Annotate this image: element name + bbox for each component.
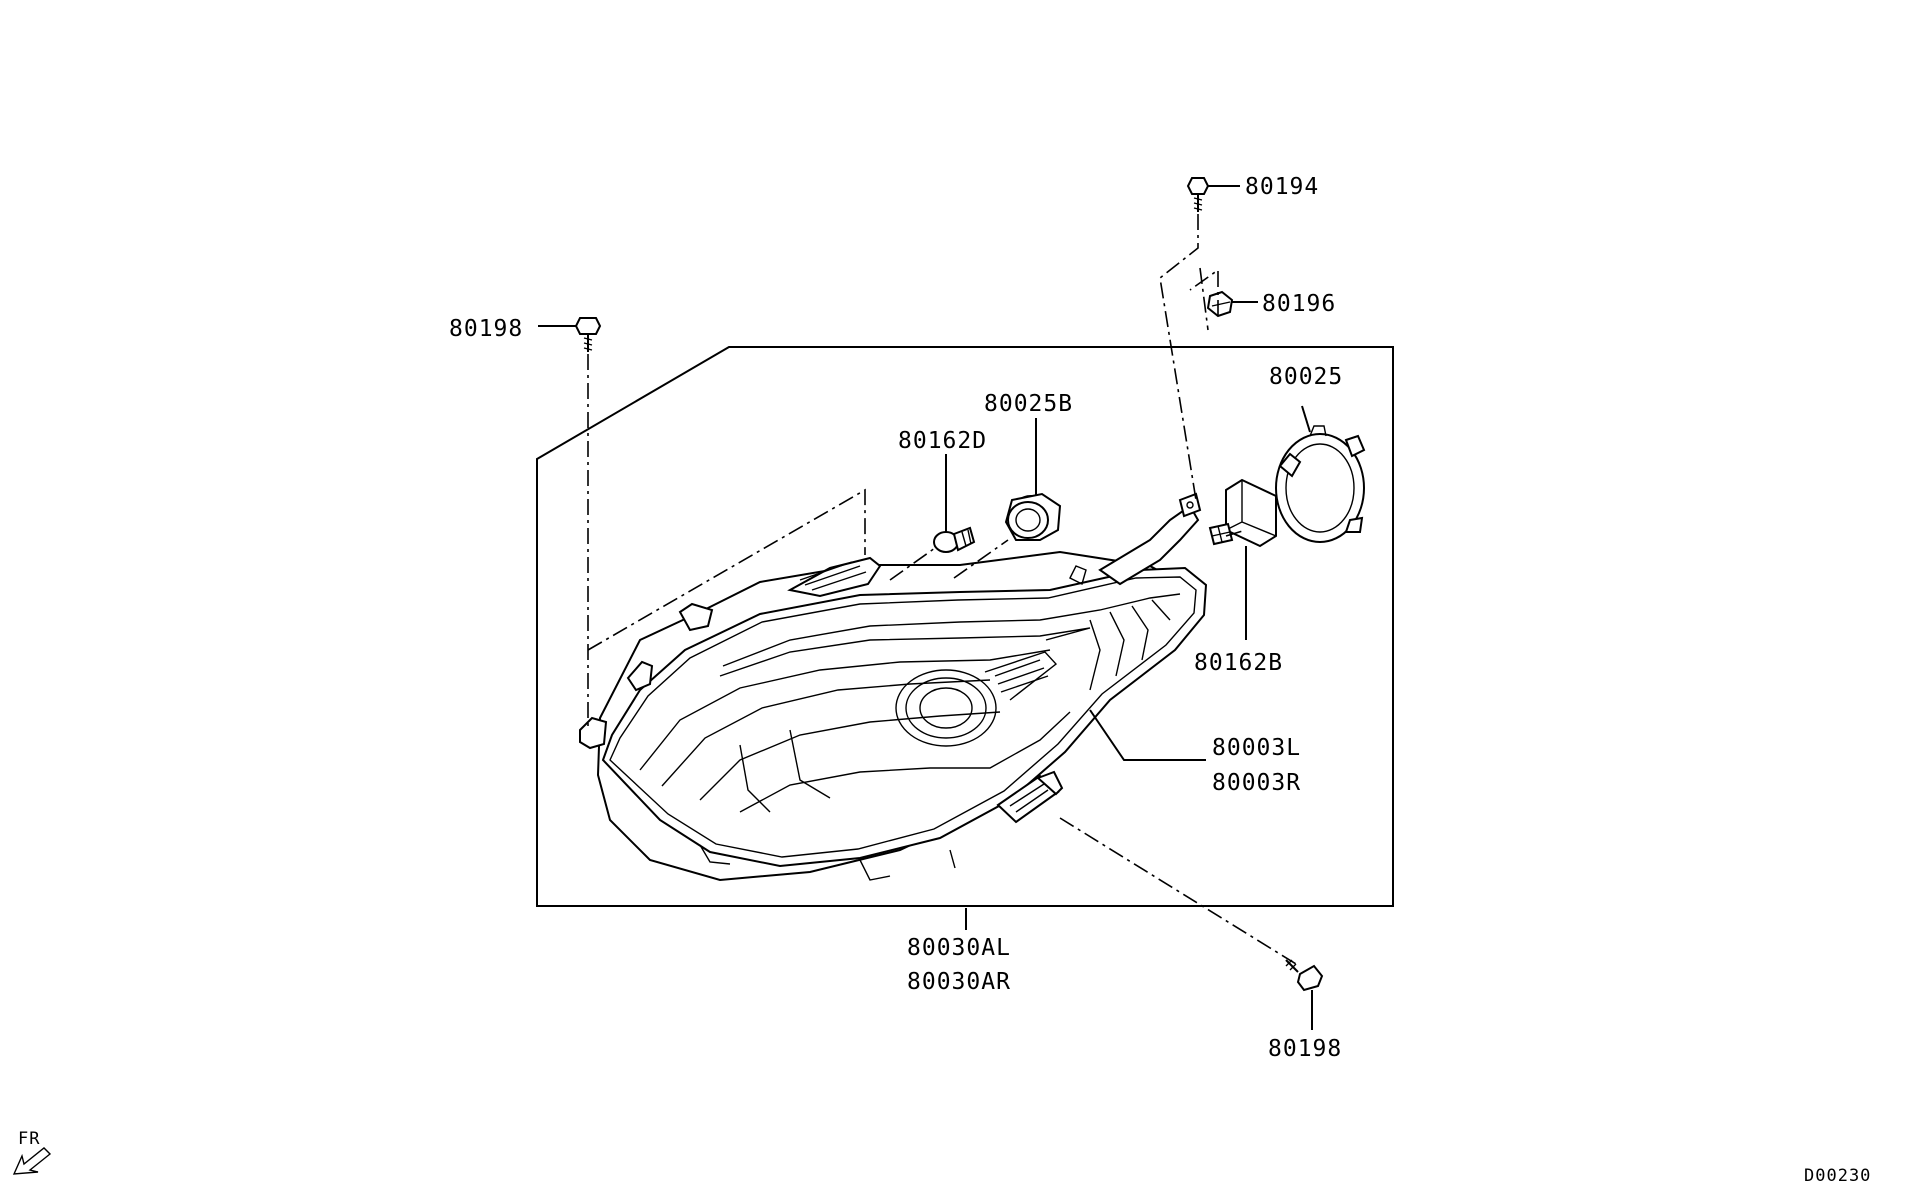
- socket-80025-icon: [1275, 425, 1366, 543]
- nut-80196-icon: [1206, 290, 1234, 318]
- callout-80003r: 80003R: [1212, 770, 1301, 796]
- callout-80194: 80194: [1245, 174, 1319, 200]
- bulb-80162b-icon: [1208, 478, 1277, 548]
- callout-80030ar: 80030AR: [907, 969, 1011, 995]
- callout-80030al: 80030AL: [907, 935, 1011, 961]
- socket-80025b-icon: [1004, 492, 1062, 541]
- diagram-code: D00230: [1804, 1166, 1871, 1186]
- installation-lines: [587, 214, 1297, 965]
- callout-80198-bottom: 80198: [1268, 1036, 1342, 1062]
- assembly-frame: [536, 346, 1394, 907]
- callout-80025b: 80025B: [984, 391, 1073, 417]
- front-arrow-icon: [12, 1147, 52, 1175]
- front-direction-indicator: FR: [12, 1129, 52, 1175]
- bolt-80198-bottom-icon: [1285, 959, 1324, 992]
- bolt-80198-left-icon: [574, 317, 602, 352]
- front-direction-label: FR: [18, 1129, 40, 1149]
- callout-80198-left: 80198: [449, 316, 523, 342]
- callout-80003l: 80003L: [1212, 735, 1301, 761]
- bolt-80194-icon: [1186, 177, 1210, 212]
- bulb-80162d-icon: [933, 526, 976, 553]
- callout-80196: 80196: [1262, 291, 1336, 317]
- callout-80025: 80025: [1269, 364, 1343, 390]
- headlamp-housing: [579, 492, 1208, 882]
- leader-lines: [538, 185, 1313, 1030]
- callout-80162d: 80162D: [898, 428, 987, 454]
- callout-80162b: 80162B: [1194, 650, 1283, 676]
